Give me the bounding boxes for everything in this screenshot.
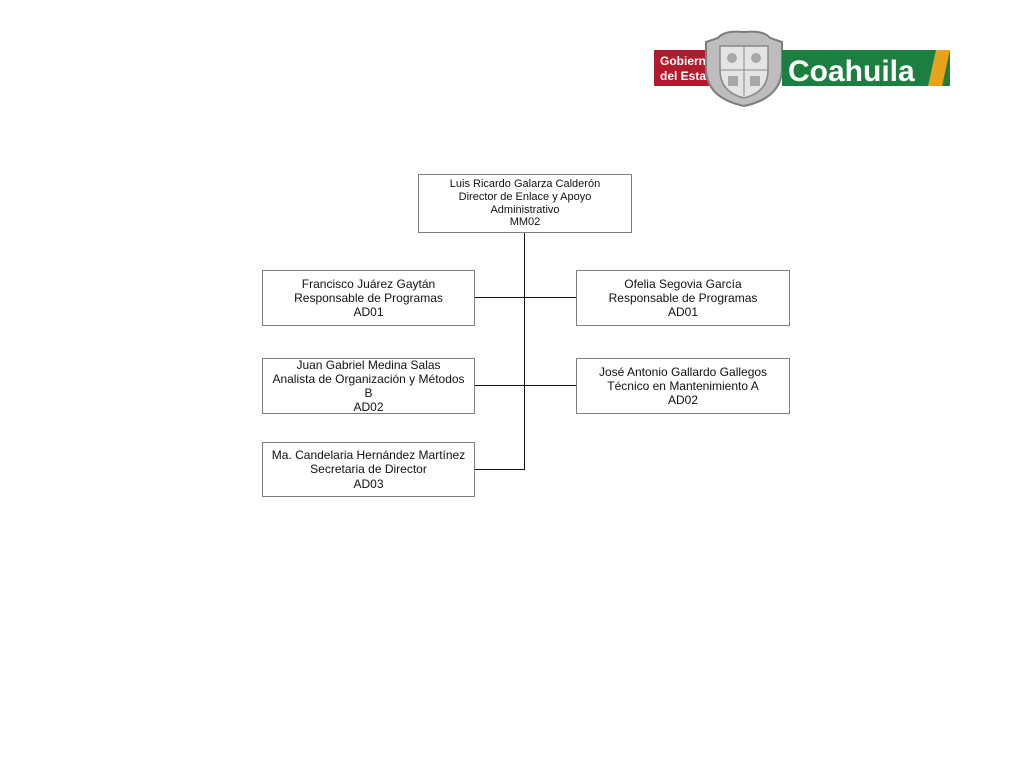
director-name: Luis Ricardo Galarza Calderón [449, 177, 601, 190]
director-title-line1: Director de Enlace y Apoyo [458, 190, 592, 203]
connector-left-3 [474, 469, 525, 470]
logo-green-panel [782, 50, 950, 86]
node-name: José Antonio Gallardo Gallegos [598, 364, 768, 379]
connector-trunk [524, 232, 525, 470]
gobierno-coahuila-logo: Gobierno del Estado Coahuila [654, 30, 950, 108]
node-name: Francisco Juárez Gaytán [301, 276, 436, 291]
logo-left-text-1: Gobierno [660, 54, 713, 68]
connector-left-1 [474, 297, 525, 298]
node-title-line2: B [364, 386, 373, 400]
logo-gold-stripe [928, 50, 950, 86]
node-name: Ofelia Segovia García [624, 276, 742, 291]
node-title: Analista de Organización y Métodos [272, 371, 465, 386]
coat-of-arms-icon [705, 30, 783, 108]
node-name: Juan Gabriel Medina Salas [296, 357, 441, 372]
node-code: AD01 [667, 305, 699, 320]
org-node-director: Luis Ricardo Galarza Calderón Director d… [418, 174, 632, 233]
connector-left-2 [474, 385, 525, 386]
org-node-left-3: Ma. Candelaria Hernández Martínez Secret… [262, 442, 475, 497]
node-code: AD01 [353, 305, 384, 320]
node-title: Técnico en Mantenimiento A [607, 378, 759, 393]
director-code: MM02 [509, 216, 541, 229]
node-code: AD03 [353, 476, 384, 491]
org-node-left-1: Francisco Juárez Gaytán Responsable de P… [262, 270, 475, 326]
logo-right-text: Coahuila [788, 55, 915, 88]
node-code: AD02 [353, 400, 384, 415]
node-title: Responsable de Programas [608, 290, 758, 305]
node-code: AD02 [667, 393, 699, 408]
node-title: Responsable de Programas [294, 290, 443, 305]
node-title: Secretaria de Director [310, 462, 427, 477]
org-node-right-2: José Antonio Gallardo Gallegos Técnico e… [576, 358, 790, 414]
connector-right-2 [524, 385, 577, 386]
org-node-right-1: Ofelia Segovia García Responsable de Pro… [576, 270, 790, 326]
connector-right-1 [524, 297, 577, 298]
director-title-line2: Administrativo [490, 203, 560, 216]
org-node-left-2: Juan Gabriel Medina Salas Analista de Or… [262, 358, 475, 414]
node-name: Ma. Candelaria Hernández Martínez [271, 448, 466, 463]
